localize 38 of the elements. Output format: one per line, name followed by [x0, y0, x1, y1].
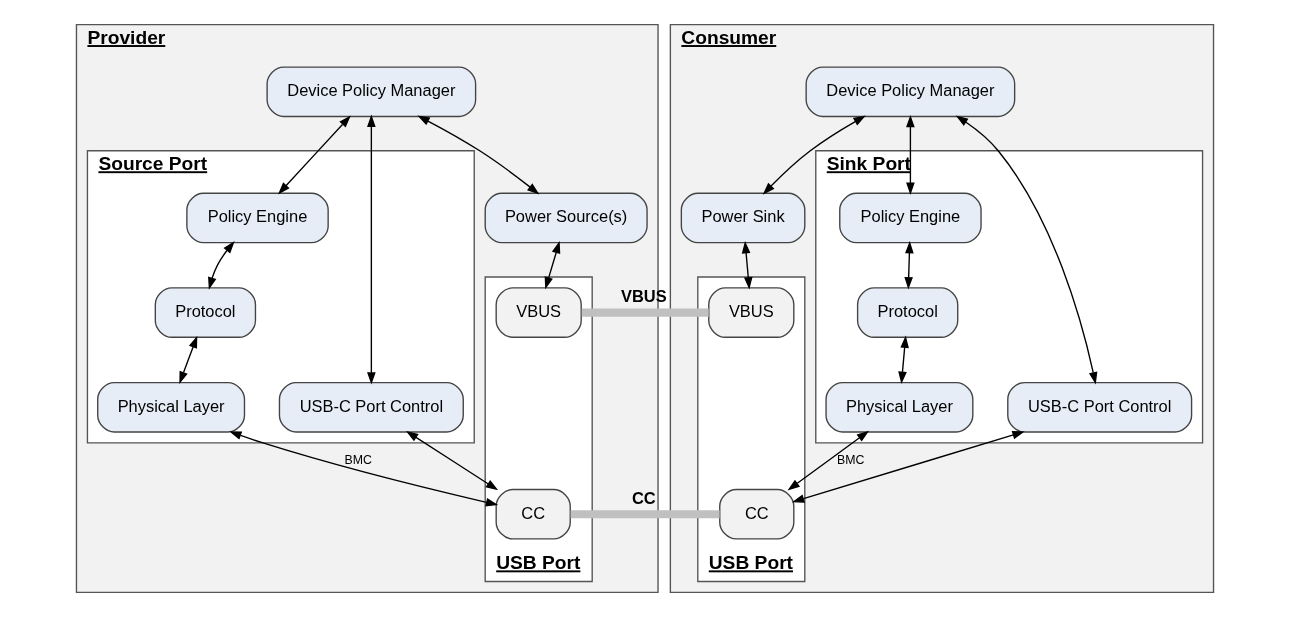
- node-box: VBUS: [495, 287, 582, 338]
- node-box: Protocol: [154, 287, 256, 338]
- node-box: USB-C Port Control: [1006, 381, 1192, 433]
- node-box: Physical Layer: [824, 381, 973, 433]
- arrow: [277, 115, 351, 195]
- node-box: Policy Engine: [838, 192, 982, 244]
- arrow: [741, 240, 753, 290]
- arrow: [762, 115, 866, 195]
- arrow: [416, 115, 539, 195]
- connector: [570, 510, 720, 519]
- arrow: [787, 430, 869, 491]
- arrow: [178, 335, 197, 384]
- connector: [581, 308, 709, 317]
- node-box: CC: [718, 488, 794, 540]
- arrow: [905, 114, 915, 195]
- arrow: [228, 431, 498, 507]
- arrow: [207, 241, 235, 290]
- edge-label: BMC: [836, 452, 864, 467]
- node-box: USB-C Port Control: [278, 381, 464, 433]
- node-box: Power Source(s): [484, 192, 648, 244]
- node-box: Protocol: [856, 287, 958, 338]
- arrow: [544, 241, 560, 290]
- node-box: Device Policy Manager: [805, 66, 1015, 118]
- node-box: CC: [495, 488, 571, 540]
- arrow: [791, 430, 1025, 503]
- edge-label: BMC: [344, 452, 372, 467]
- edge-label: VBUS: [620, 287, 667, 306]
- node-box: VBUS: [707, 287, 794, 338]
- arrow: [366, 114, 376, 385]
- arrow: [405, 430, 498, 491]
- arrow: [903, 240, 914, 290]
- arrow: [955, 115, 1097, 385]
- node-box: Physical Layer: [96, 381, 245, 433]
- node-box: Power Sink: [680, 192, 805, 244]
- node-box: Device Policy Manager: [265, 66, 476, 118]
- node-box: Policy Engine: [185, 192, 329, 244]
- arrow: [897, 335, 909, 385]
- edge-label: CC: [631, 489, 656, 508]
